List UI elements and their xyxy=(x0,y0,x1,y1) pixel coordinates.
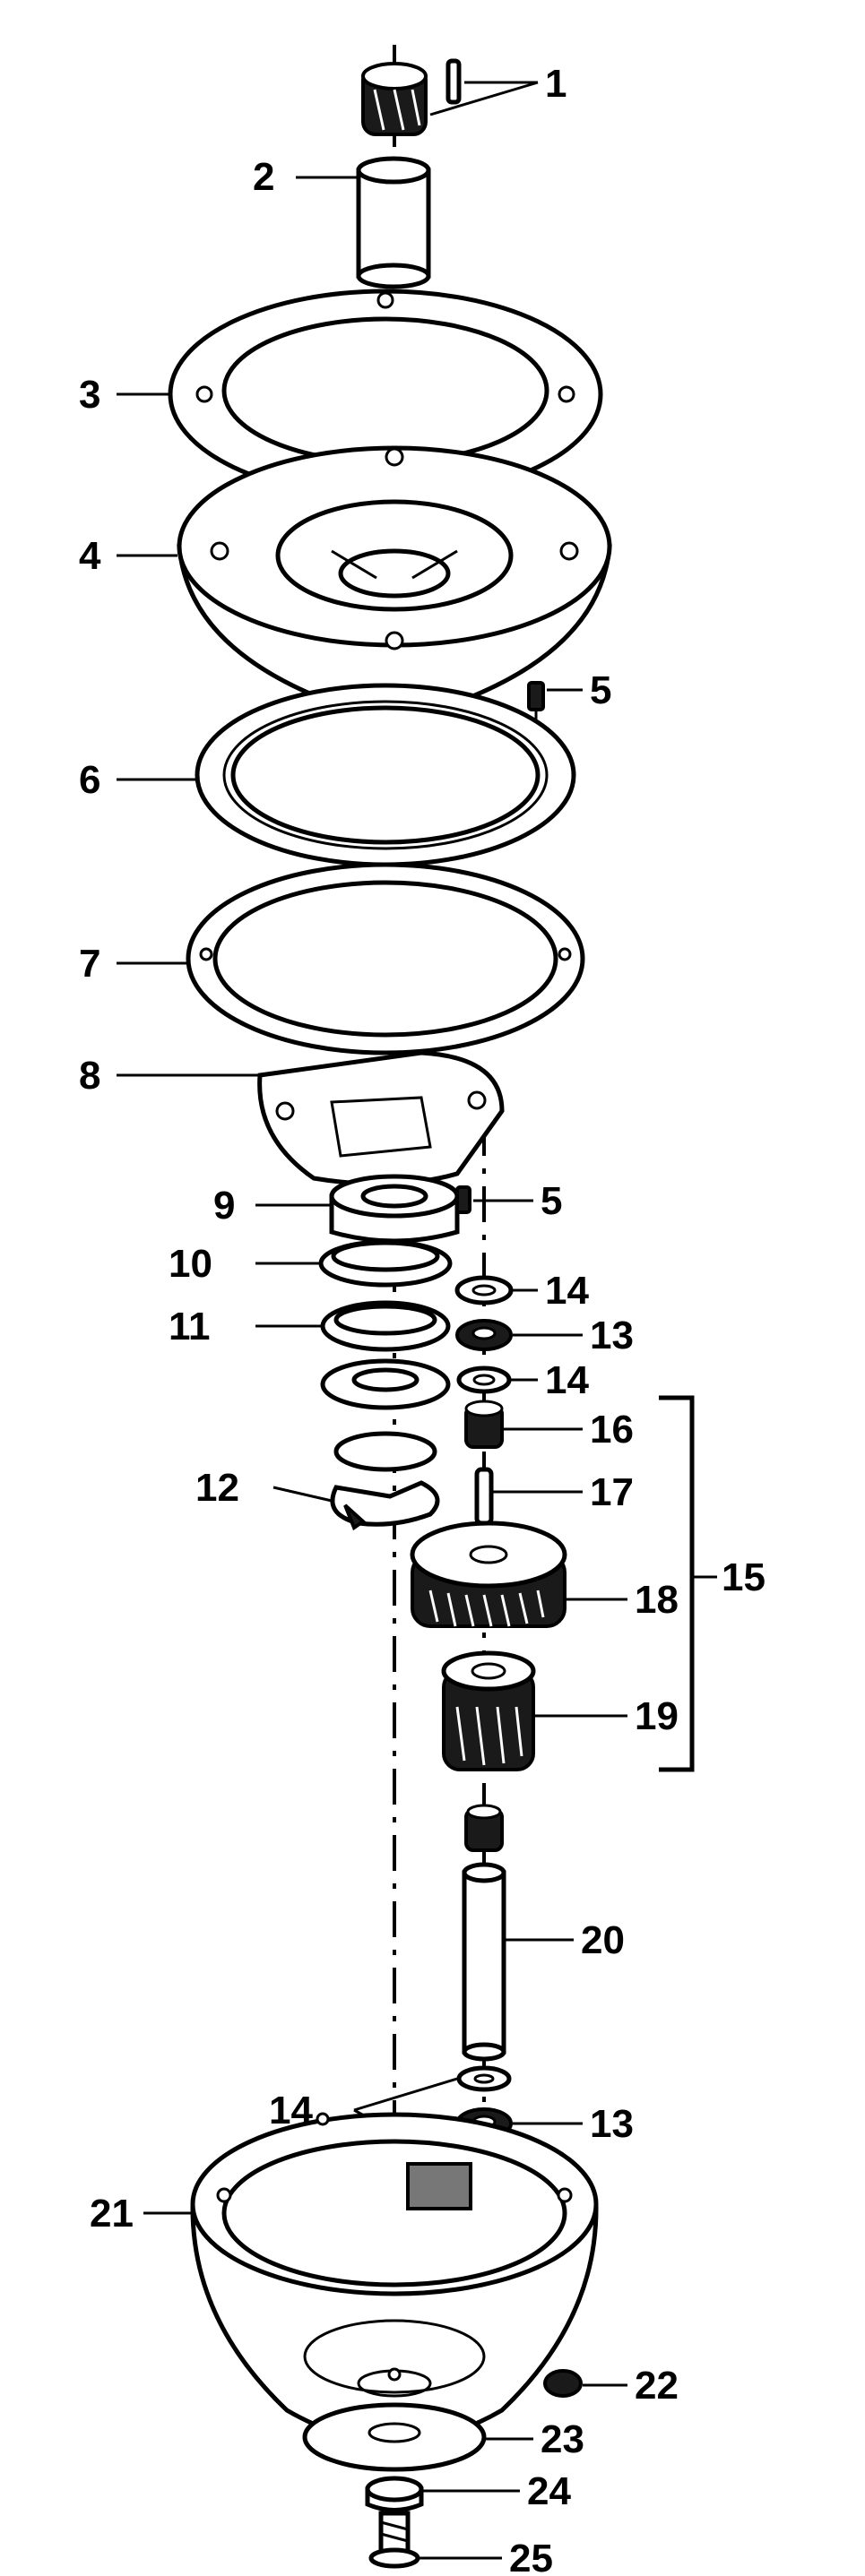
callout-17: 17 xyxy=(590,1470,634,1514)
part-20-shaft xyxy=(462,1804,506,2062)
part-4-cover xyxy=(177,445,612,719)
callout-14c: 14 xyxy=(269,2089,313,2132)
callout-20: 20 xyxy=(581,1918,625,1962)
part-2-sleeve xyxy=(356,156,431,289)
callout-19: 19 xyxy=(635,1694,679,1738)
callout-2: 2 xyxy=(253,155,274,199)
callout-24: 24 xyxy=(527,2469,571,2513)
callout-4: 4 xyxy=(79,534,101,578)
part-14-washer-a xyxy=(454,1275,514,1305)
callout-14b: 14 xyxy=(545,1358,589,1402)
callout-3: 3 xyxy=(79,373,100,417)
part-6-seal xyxy=(195,683,576,867)
callout-10: 10 xyxy=(169,1242,212,1286)
part-5-screw-lower xyxy=(455,1185,471,1214)
callout-18: 18 xyxy=(635,1578,679,1622)
part-17-pin xyxy=(474,1467,494,1526)
callout-21: 21 xyxy=(90,2192,134,2236)
part-14-washer-c xyxy=(456,2065,512,2092)
leader-12 xyxy=(272,1486,333,1503)
callout-15: 15 xyxy=(722,1555,766,1599)
callout-22: 22 xyxy=(635,2364,679,2408)
part-23-washer xyxy=(302,2402,487,2472)
callout-8: 8 xyxy=(79,1054,100,1098)
callout-13b: 13 xyxy=(590,2102,634,2146)
callout-5a: 5 xyxy=(590,668,611,712)
callout-25: 25 xyxy=(509,2537,553,2576)
part-8-plate xyxy=(257,1050,505,1186)
part-18-gear xyxy=(410,1521,567,1628)
part-13-nut-a xyxy=(455,1319,513,1351)
callout-5b: 5 xyxy=(541,1179,562,1223)
part-22-nut xyxy=(543,2369,583,2398)
part-11-ring xyxy=(320,1300,451,1410)
callout-13a: 13 xyxy=(590,1314,634,1357)
part-21-housing xyxy=(190,2112,599,2444)
leader-1 xyxy=(429,81,539,116)
part-19-gear xyxy=(441,1650,536,1771)
callout-1: 1 xyxy=(545,62,567,106)
part-10-ring xyxy=(318,1239,453,1288)
part-24-bushing xyxy=(365,2476,424,2512)
callout-14a: 14 xyxy=(545,1269,589,1313)
part-9-bearing xyxy=(329,1174,460,1244)
callout-9: 9 xyxy=(213,1184,235,1228)
part-1-gear xyxy=(361,58,462,136)
callout-23: 23 xyxy=(541,2417,584,2461)
callout-11: 11 xyxy=(169,1305,211,1348)
part-7-gasket xyxy=(186,862,585,1055)
part-14-washer-b xyxy=(456,1366,512,1394)
callout-16: 16 xyxy=(590,1408,634,1452)
part-12-clip xyxy=(330,1431,440,1531)
bracket-15 xyxy=(659,1395,695,1772)
part-16-bushing xyxy=(464,1400,504,1449)
callout-6: 6 xyxy=(79,758,100,802)
callout-12: 12 xyxy=(195,1466,239,1510)
part-25-bolt xyxy=(368,2511,420,2569)
callout-7: 7 xyxy=(79,942,100,986)
